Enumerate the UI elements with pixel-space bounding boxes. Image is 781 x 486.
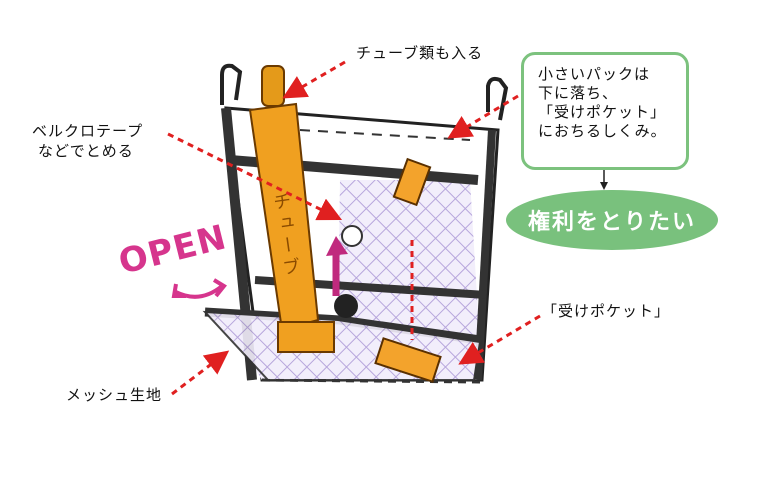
note-callout: 小さいパックは 下に落ち、 「受けポケット」 におちるしくみ。 [521, 52, 689, 170]
arrow-velcro [167, 132, 343, 221]
tube-body [248, 102, 320, 332]
arrow-note [447, 94, 519, 139]
small-pack-bottom [374, 337, 442, 383]
label-velcro-line2: などでとめる [38, 142, 134, 160]
right-frame [474, 129, 496, 381]
arrow-mesh [171, 350, 230, 396]
arrow-receiver [458, 314, 541, 365]
tube-cap [261, 65, 285, 107]
open-lift-arrowhead [326, 236, 348, 256]
label-receiver-pocket: 「受けポケット」 [542, 302, 671, 320]
arrow-tubes [282, 60, 346, 99]
bottom-edge [261, 378, 483, 384]
label-tubes: チューブ類も入る [356, 44, 484, 62]
small-pack-top [392, 157, 432, 207]
velcro-knob [334, 294, 358, 318]
label-velcro-line1: ベルクロテープ [32, 122, 144, 140]
velcro-ring [341, 225, 363, 247]
left-hook [220, 63, 243, 105]
label-mesh: メッシュ生地 [66, 386, 163, 404]
open-arrows [175, 284, 224, 299]
note-text: 小さいパックは 下に落ち、 「受けポケット」 におちるしくみ。 [538, 65, 667, 140]
right-hook [486, 76, 509, 121]
patent-oval-text: 権利をとりたい [527, 210, 696, 235]
patent-oval: 権利をとりたい [506, 190, 718, 250]
tube-label [277, 321, 335, 353]
